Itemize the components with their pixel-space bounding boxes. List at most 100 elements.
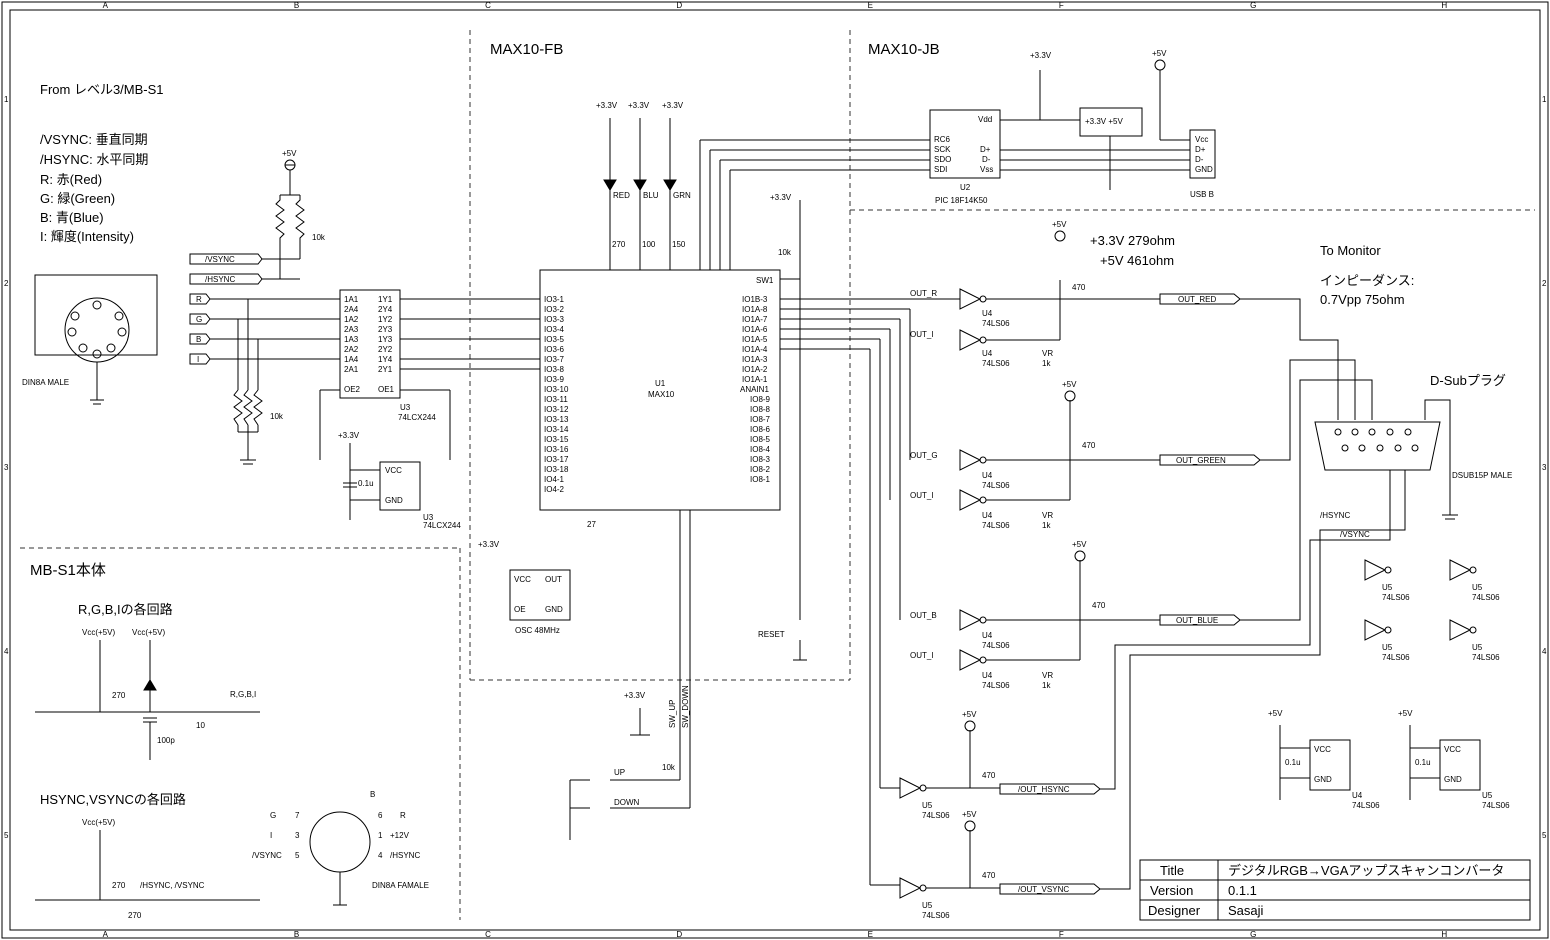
svg-text:2Y1: 2Y1 xyxy=(378,365,393,374)
frame-row-label: 4 xyxy=(4,647,9,656)
flag-b: B xyxy=(196,335,201,344)
svg-text:OUT_I: OUT_I xyxy=(910,330,934,339)
svg-text:Vcc: Vcc xyxy=(1195,135,1208,144)
svg-text:IO3-5: IO3-5 xyxy=(544,335,565,344)
svg-text:2Y2: 2Y2 xyxy=(378,345,393,354)
din8a-male-connector: DIN8A MALE xyxy=(22,274,158,405)
svg-text:U5: U5 xyxy=(1472,643,1483,652)
svg-text:IO4-2: IO4-2 xyxy=(544,485,565,494)
flag-out-red: OUT_RED xyxy=(1178,295,1216,304)
svg-text:74LS06: 74LS06 xyxy=(982,681,1010,690)
svg-text:IO8-1: IO8-1 xyxy=(750,475,771,484)
svg-text:VCC: VCC xyxy=(385,466,402,475)
svg-text:/HSYNC, /VSYNC: /HSYNC, /VSYNC xyxy=(140,881,205,890)
svg-text:IO1A-5: IO1A-5 xyxy=(742,335,768,344)
svg-text:USB B: USB B xyxy=(1190,190,1214,199)
svg-text:1k: 1k xyxy=(1042,359,1051,368)
frame-col-label: G xyxy=(1250,930,1256,939)
svg-text:3: 3 xyxy=(295,831,300,840)
svg-text:R,G,B,I: R,G,B,I xyxy=(230,690,256,699)
svg-text:74LS06: 74LS06 xyxy=(1382,653,1410,662)
svg-text:U3: U3 xyxy=(400,403,411,412)
svg-text:IO3-1: IO3-1 xyxy=(544,295,565,304)
svg-text:74LS06: 74LS06 xyxy=(982,359,1010,368)
svg-text:2A4: 2A4 xyxy=(344,305,359,314)
note-hsync: /HSYNC: 水平同期 xyxy=(40,152,148,167)
svg-text:U5: U5 xyxy=(922,801,933,810)
svg-text:SW1: SW1 xyxy=(756,276,774,285)
svg-text:OUT_B: OUT_B xyxy=(910,611,937,620)
svg-text:1Y2: 1Y2 xyxy=(378,315,393,324)
svg-text:OUT_I: OUT_I xyxy=(910,491,934,500)
svg-text:OSC 48MHz: OSC 48MHz xyxy=(515,626,560,635)
section-title-jtag: MAX10-JB xyxy=(868,41,940,58)
svg-text:IO3-16: IO3-16 xyxy=(544,445,569,454)
svg-text:U4: U4 xyxy=(982,309,993,318)
svg-text:74LS06: 74LS06 xyxy=(982,319,1010,328)
flag-out-green: OUT_GREEN xyxy=(1176,456,1226,465)
note-rgbi-circuit: R,G,B,Iの各回路 xyxy=(78,602,173,617)
svg-text:ANAIN1: ANAIN1 xyxy=(740,385,769,394)
svg-text:2A3: 2A3 xyxy=(344,325,359,334)
svg-text:+5V: +5V xyxy=(1052,220,1067,229)
svg-text:IO8-6: IO8-6 xyxy=(750,425,771,434)
svg-text:U4: U4 xyxy=(982,471,993,480)
svg-text:+3.3V: +3.3V xyxy=(596,101,618,110)
svg-text:1k: 1k xyxy=(1042,681,1051,690)
frame-col-label: E xyxy=(868,930,873,939)
svg-text:U5: U5 xyxy=(1472,583,1483,592)
svg-text:+3.3V: +3.3V xyxy=(662,101,684,110)
svg-text:SW_DOWN: SW_DOWN xyxy=(681,685,690,728)
svg-text:+5V: +5V xyxy=(1062,380,1077,389)
svg-text:470: 470 xyxy=(1082,441,1096,450)
frame-col-label: H xyxy=(1441,1,1447,10)
note-i: I: 輝度(Intensity) xyxy=(40,229,134,244)
svg-text:U4: U4 xyxy=(982,511,993,520)
svg-text:GND: GND xyxy=(1444,775,1462,784)
note-b: B: 青(Blue) xyxy=(40,210,104,225)
svg-text:RESET: RESET xyxy=(758,630,785,639)
svg-text:IO3-11: IO3-11 xyxy=(544,395,568,404)
svg-text:IO1A-4: IO1A-4 xyxy=(742,345,768,354)
svg-text:SDI: SDI xyxy=(934,165,947,174)
flag-out-hsync: /OUT_HSYNC xyxy=(1018,785,1070,794)
input-net-flags: /VSYNC /HSYNC R G B I xyxy=(189,253,340,365)
svg-text:B: B xyxy=(370,790,375,799)
svg-text:DOWN: DOWN xyxy=(614,798,640,807)
frame-row-label: 4 xyxy=(1542,647,1547,656)
svg-text:OUT_I: OUT_I xyxy=(910,651,934,660)
flag-vsync: /VSYNC xyxy=(205,255,235,264)
svg-text:470: 470 xyxy=(982,771,996,780)
svg-text:10k: 10k xyxy=(778,248,792,257)
svg-text:U5: U5 xyxy=(922,901,933,910)
status-leds: +3.3V +3.3V +3.3V RED BLU GRN 270 100 15… xyxy=(596,101,691,270)
frame-col-label: C xyxy=(485,930,491,939)
svg-text:IO3-3: IO3-3 xyxy=(544,315,565,324)
svg-text:74LS06: 74LS06 xyxy=(1352,801,1380,810)
svg-text:270: 270 xyxy=(128,911,142,920)
svg-text:U2: U2 xyxy=(960,183,971,192)
svg-text:100p: 100p xyxy=(157,736,175,745)
svg-text:150: 150 xyxy=(672,240,686,249)
dsub15-connector: DSUB15P MALE /HSYNC /VSYNC xyxy=(1314,399,1512,539)
output-net-flags: OUT_RED OUT_GREEN OUT_BLUE /OUT_HSYNC /O… xyxy=(999,293,1373,895)
svg-text:270: 270 xyxy=(112,881,126,890)
svg-text:74LS06: 74LS06 xyxy=(1382,593,1410,602)
svg-text:U5: U5 xyxy=(1382,643,1393,652)
svg-text:1A1: 1A1 xyxy=(344,295,359,304)
svg-text:2A2: 2A2 xyxy=(344,345,359,354)
frame-col-label: F xyxy=(1059,1,1064,10)
svg-text:+12V: +12V xyxy=(390,831,410,840)
note-res-5: +5V 461ohm xyxy=(1100,253,1174,268)
svg-text:RED: RED xyxy=(613,191,630,200)
svg-text:IO3-13: IO3-13 xyxy=(544,415,569,424)
svg-text:470: 470 xyxy=(1092,601,1106,610)
svg-text:IO3-4: IO3-4 xyxy=(544,325,565,334)
svg-text:IO1A-2: IO1A-2 xyxy=(742,365,768,374)
svg-text:VCC: VCC xyxy=(1314,745,1331,754)
svg-text:PIC 18F14K50: PIC 18F14K50 xyxy=(935,196,988,205)
